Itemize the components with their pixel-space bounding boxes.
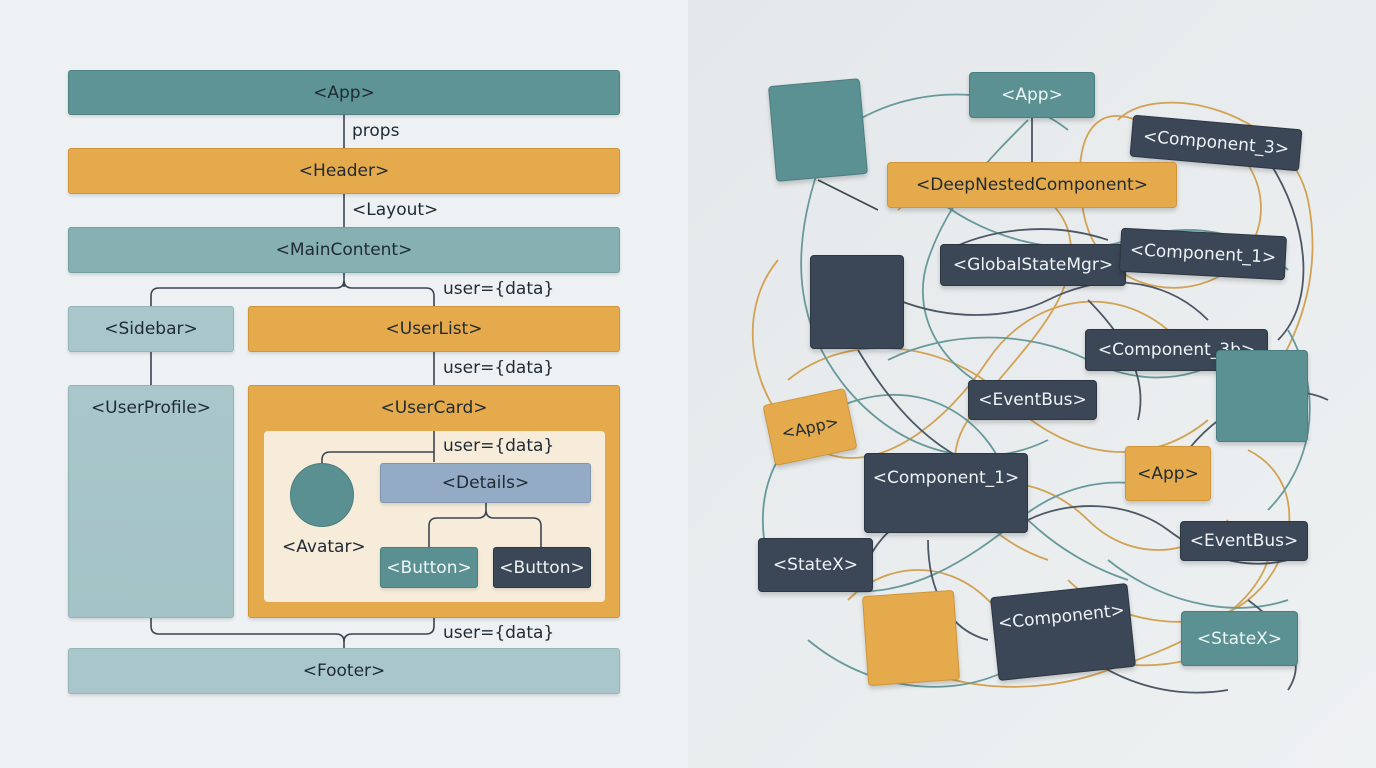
state-x-left-node: <StateX>	[758, 538, 873, 592]
button-node-navy: <Button>	[493, 547, 591, 588]
button-node-teal: <Button>	[380, 547, 478, 588]
teal-square-top-left	[767, 78, 869, 182]
event-bus-mid-node: <EventBus>	[968, 380, 1097, 420]
teal-square-right	[1216, 350, 1308, 442]
deep-nested-component-node: <DeepNestedComponent>	[887, 162, 1177, 208]
edge-label-user-data-3: user={data}	[443, 436, 555, 456]
sidebar-node: <Sidebar>	[68, 306, 234, 352]
global-state-mgr-node: <GlobalStateMgr>	[940, 244, 1126, 286]
state-x-right-node: <StateX>	[1181, 611, 1298, 666]
user-profile-node: <UserProfile>	[68, 385, 234, 618]
edge-label-user-data-4: user={data}	[443, 623, 555, 643]
tangled-graph-panel: <App> <Component_3> <DeepNestedComponent…	[688, 0, 1376, 768]
edge-label-props: props	[352, 121, 400, 141]
gold-square-bottom	[861, 589, 961, 687]
component-1-top-node: <Component_1>	[1118, 227, 1288, 281]
user-list-node: <UserList>	[248, 306, 620, 352]
edge-label-layout: <Layout>	[352, 200, 439, 220]
avatar-circle	[290, 463, 354, 527]
component-node: <Component>	[989, 583, 1137, 681]
avatar-label: <Avatar>	[282, 537, 366, 557]
main-content-node: <MainContent>	[68, 227, 620, 273]
structured-tree-panel: <App> props <Header> <Layout> <MainConte…	[0, 0, 688, 768]
edge-label-user-data-1: user={data}	[443, 279, 555, 299]
footer-node: <Footer>	[68, 648, 620, 694]
event-bus-right-node: <EventBus>	[1180, 521, 1308, 561]
header-node: <Header>	[68, 148, 620, 194]
component-1-mid-node: <Component_1>	[864, 453, 1028, 533]
details-node: <Details>	[380, 463, 591, 503]
navy-square-left	[810, 255, 904, 349]
app-node: <App>	[68, 70, 620, 115]
edge-label-user-data-2: user={data}	[443, 358, 555, 378]
app-small-node: <App>	[1125, 446, 1211, 501]
app-node-top: <App>	[969, 72, 1095, 118]
